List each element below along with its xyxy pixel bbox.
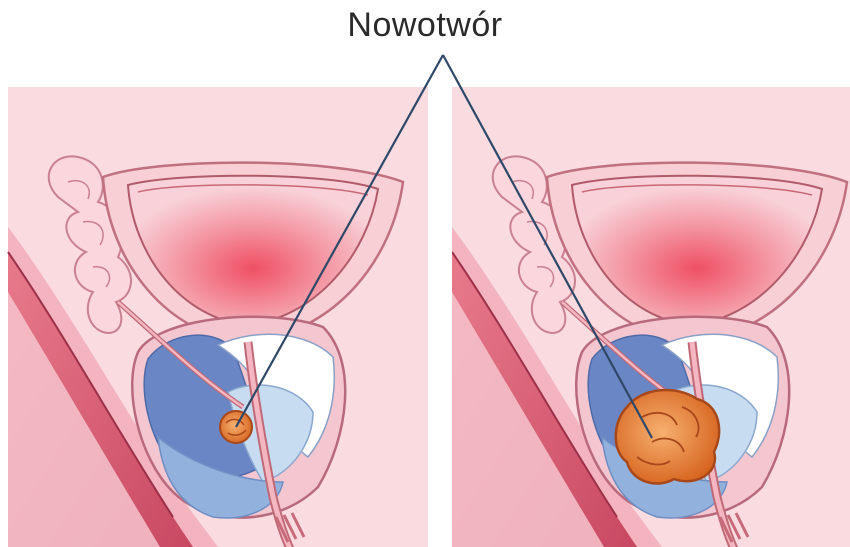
tumor-label: Nowotwór [0, 6, 850, 45]
panel-advanced-stage [452, 87, 850, 547]
large-tumor [616, 390, 719, 484]
panel-early-stage [8, 87, 428, 547]
